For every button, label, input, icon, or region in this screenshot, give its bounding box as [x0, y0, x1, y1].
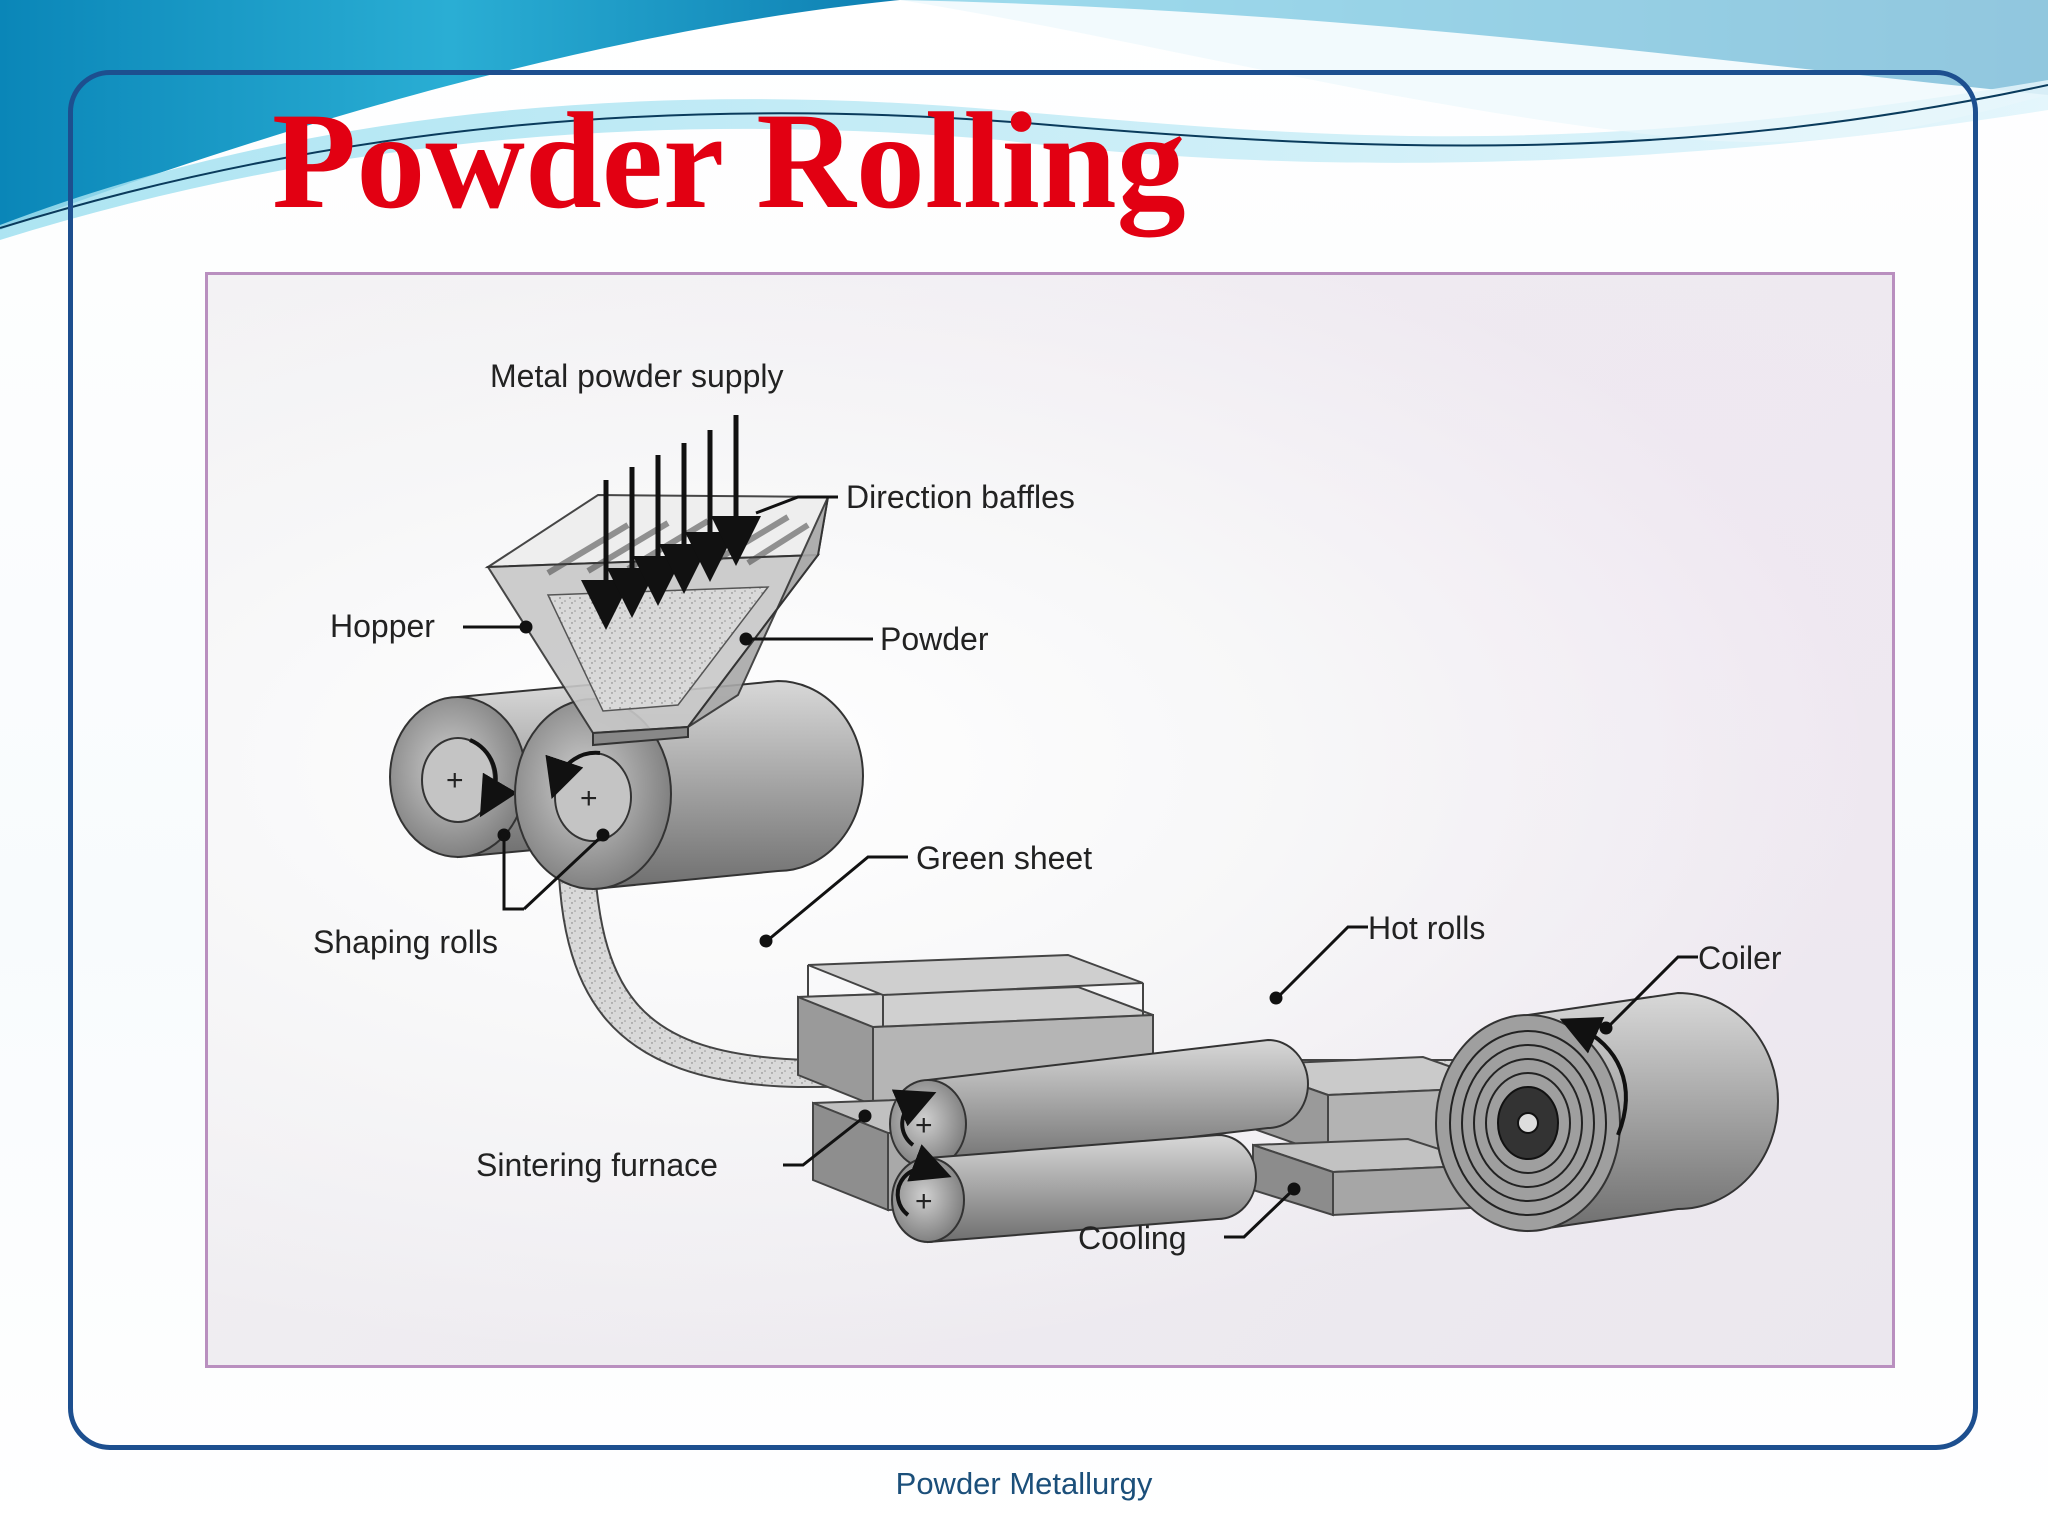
cooling-lower-box — [1252, 1137, 1489, 1217]
label-shaping-rolls: Shaping rolls — [313, 924, 498, 960]
svg-text:+: + — [580, 782, 598, 815]
slide-footer: Powder Metallurgy — [895, 1466, 1153, 1501]
label-powder: Powder — [880, 621, 989, 657]
label-green-sheet: Green sheet — [916, 840, 1092, 876]
powder-rolling-diagram: + + — [313, 358, 1782, 1256]
hot-roll-lower: + — [891, 1133, 1257, 1244]
label-hot-rolls: Hot rolls — [1368, 910, 1485, 946]
label-coiler: Coiler — [1698, 940, 1782, 976]
svg-text:+: + — [446, 764, 464, 797]
label-direction-baffles: Direction baffles — [846, 479, 1075, 515]
svg-text:+: + — [915, 1109, 933, 1142]
leader-lines — [463, 495, 1698, 1239]
label-cooling: Cooling — [1078, 1220, 1187, 1256]
slide-title: Powder Rolling — [272, 84, 1186, 237]
label-metal-powder-supply: Metal powder supply — [490, 358, 783, 394]
powder-supply-arrows — [581, 415, 761, 630]
label-sintering-furnace: Sintering furnace — [476, 1147, 718, 1183]
coiler — [1435, 991, 1779, 1233]
slide-frame — [68, 70, 1978, 1450]
svg-text:+: + — [915, 1185, 933, 1218]
label-hopper: Hopper — [330, 608, 435, 644]
diagram-panel: + + — [205, 272, 1895, 1368]
